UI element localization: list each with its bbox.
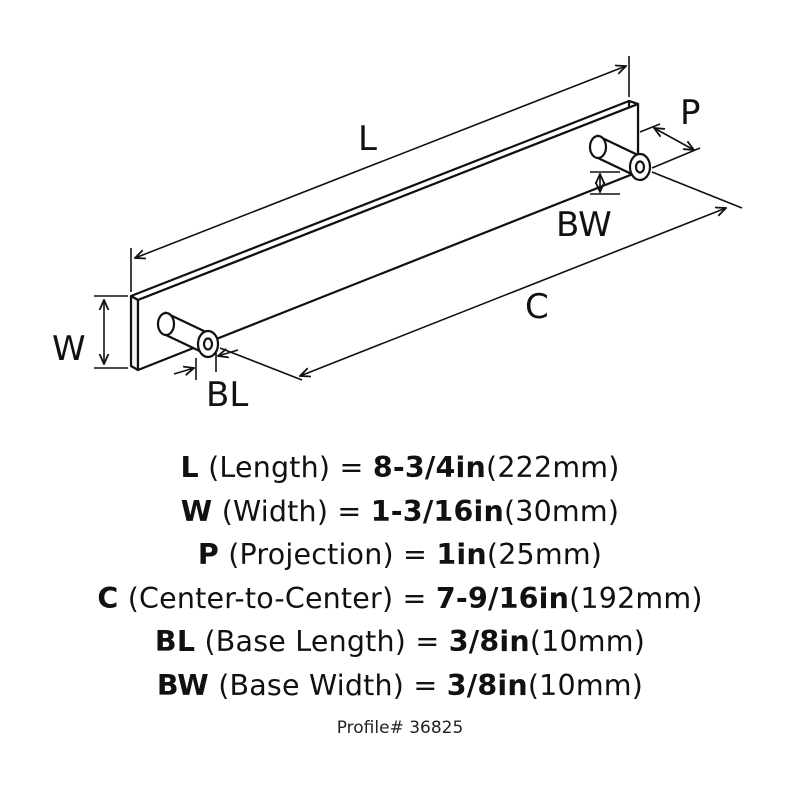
center-label: C (525, 287, 549, 327)
width-label: W (52, 329, 86, 369)
center-dimension (219, 171, 743, 381)
base-width-dimension (590, 171, 620, 195)
spec-list: L (Length) = 8-3/4in(222mm) W (Width) = … (0, 446, 800, 707)
profile-number: Profile# 36825 (336, 718, 464, 738)
handle-dimension-drawing: L W C P BW BL (52, 56, 743, 415)
spec-projection: P (Projection) = 1in(25mm) (197, 538, 603, 571)
projection-label: P (680, 93, 701, 133)
spec-width: W (Width) = 1-3/16in(30mm) (180, 494, 620, 528)
spec-base-width: BW (Base Width) = 3/8in(10mm) (156, 668, 644, 702)
spec-center-to-center: C (Center-to-Center) = 7-9/16in(192mm) (97, 581, 703, 615)
base-length-label: BL (206, 375, 248, 415)
base-width-label: BW (556, 205, 612, 245)
length-dimension (130, 56, 630, 292)
spec-base-length: BL (Base Length) = 3/8in(10mm) (154, 625, 646, 658)
base-length-dimension (173, 350, 239, 380)
projection-dimension (639, 123, 701, 169)
left-post (156, 311, 220, 359)
spec-length: L (Length) = 8-3/4in(222mm) (180, 451, 620, 484)
width-dimension (94, 295, 128, 369)
length-label: L (358, 119, 377, 159)
